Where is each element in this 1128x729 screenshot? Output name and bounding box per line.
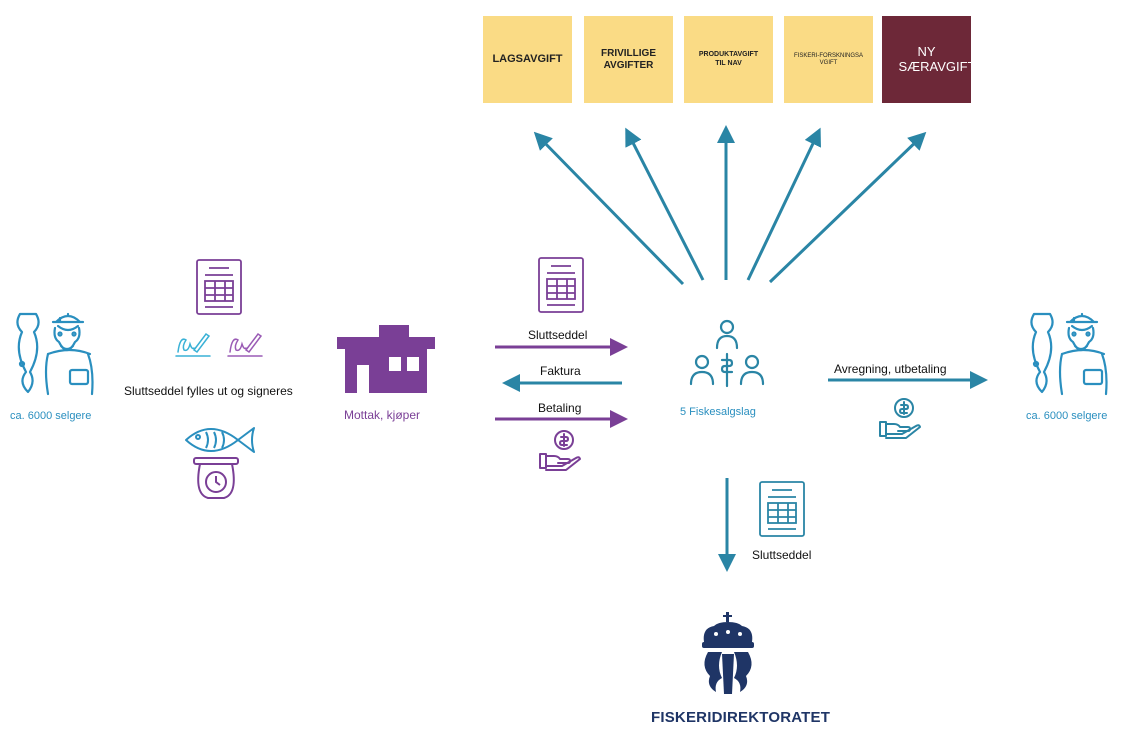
payout-hand-icon xyxy=(879,398,921,439)
authority-wordmark: FISKERIDIREKTORATET xyxy=(651,709,831,726)
flow-label-avregning: Avregning, utbetaling xyxy=(834,362,947,376)
fisherman-icon-left xyxy=(16,312,94,396)
fee-label: FISKERI-FORSKNINGSAVGIFT xyxy=(793,52,863,66)
fee-label: FRIVILLIGE AVGIFTER xyxy=(601,48,656,71)
fisherman-icon-right xyxy=(1030,312,1108,396)
seller-label-left: ca. 6000 selgere xyxy=(10,410,92,422)
fee-box-produktavgift: PRODUKTAVGIFT TIL NAV xyxy=(684,16,773,103)
document-icon-down xyxy=(759,481,805,537)
fee-box-lagsavgift: LAGSAVGIFT xyxy=(483,16,572,103)
document-icon-flow xyxy=(538,257,584,313)
building-icon xyxy=(337,325,435,393)
payment-hand-icon xyxy=(539,430,581,471)
hub-label: 5 Fiskesalgslag xyxy=(680,406,756,418)
people-network-icon xyxy=(689,319,765,388)
arrow-to-lagsavgift xyxy=(533,131,685,286)
fee-label: PRODUKTAVGIFT TIL NAV xyxy=(698,51,759,67)
flow-label-betaling: Betaling xyxy=(538,401,582,415)
fee-box-ny-saeravgift: NY SÆRAVGIFT xyxy=(882,16,976,103)
fee-box-frivillige-avgifter: FRIVILLIGE AVGIFTER xyxy=(584,16,673,103)
arrow-to-fiskeriforskning xyxy=(746,127,821,281)
crown-crest-icon xyxy=(702,612,754,694)
document-icon-sign xyxy=(196,259,242,315)
flow-label-faktura: Faktura xyxy=(540,364,581,378)
arrow-to-saeravgift xyxy=(768,131,927,284)
flow-label-sluttseddel: Sluttseddel xyxy=(528,328,588,342)
signature-icon-buyer xyxy=(227,332,263,357)
flow-label-down-sluttseddel: Sluttseddel xyxy=(752,548,812,562)
fish-scale-icon xyxy=(185,427,255,499)
signature-icon-seller xyxy=(175,332,211,357)
buyer-label: Mottak, kjøper xyxy=(344,408,421,422)
seller-label-right: ca. 6000 selgere xyxy=(1026,410,1108,422)
fee-box-fiskeriforskningsavgift: FISKERI-FORSKNINGSAVGIFT xyxy=(784,16,873,103)
fee-label: LAGSAVGIFT xyxy=(492,53,563,66)
sign-step-label: Sluttseddel fylles ut og signeres xyxy=(124,384,293,398)
arrow-to-frivillige xyxy=(625,127,705,281)
